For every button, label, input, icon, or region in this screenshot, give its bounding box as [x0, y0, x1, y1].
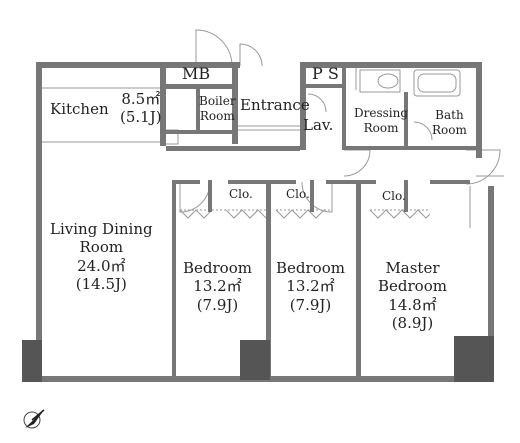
boiler-room-label: Boiler Room	[199, 94, 236, 123]
living-jo: (14.5J)	[75, 274, 127, 293]
master-area: 14.8㎡	[388, 295, 437, 314]
living-dining-room-label: Living Dining Room 24.0㎡ (14.5J)	[50, 220, 153, 293]
bedroom-1-jo: (7.9J)	[196, 295, 239, 314]
mb-label: MB	[182, 64, 211, 83]
bedroom-2-area: 13.2㎡	[286, 277, 335, 296]
lav-label: Lav.	[303, 116, 334, 134]
boiler-line2: Room	[199, 108, 235, 123]
north-arrow-icon	[23, 409, 45, 429]
master-jo: (8.9J)	[391, 313, 434, 332]
dressing-room-label: Dressing Room	[354, 106, 408, 135]
kitchen-jo-value: (5.1J)	[120, 108, 162, 127]
closet-label: Clo.	[229, 187, 253, 201]
bath-room-label: Bath Room	[432, 108, 467, 137]
kitchen-area: 8.5㎡ (5.1J)	[120, 90, 162, 127]
dressing-line1: Dressing	[354, 106, 409, 120]
master-line2: Bedroom	[378, 277, 447, 296]
closet-label: Clo.	[382, 189, 406, 203]
kitchen-name: Kitchen	[50, 100, 109, 118]
structural-column	[22, 340, 42, 382]
ps-label: P S	[312, 64, 339, 83]
structural-column	[454, 336, 494, 382]
dressing-line2: Room	[363, 120, 399, 135]
entrance-label: Entrance	[240, 96, 310, 114]
bedroom-1-area: 13.2㎡	[193, 277, 242, 296]
living-line2: Room	[79, 238, 124, 257]
living-area: 24.0㎡	[77, 256, 126, 275]
structural-column	[240, 340, 270, 380]
bedroom-1-label: Bedroom 13.2㎡ (7.9J)	[183, 259, 252, 314]
bedroom-2-name: Bedroom	[276, 259, 345, 277]
master-bedroom-label: Master Bedroom 14.8㎡ (8.9J)	[378, 259, 447, 332]
bedroom-2-label: Bedroom 13.2㎡ (7.9J)	[276, 259, 345, 314]
bath-line2: Room	[432, 122, 467, 137]
kitchen-area-value: 8.5㎡	[121, 90, 161, 108]
closet-label: Clo.	[286, 187, 310, 201]
bedroom-2-jo: (7.9J)	[289, 295, 332, 314]
master-line1: Master	[385, 259, 440, 277]
living-line1: Living Dining	[50, 220, 153, 238]
boiler-line1: Boiler	[199, 94, 236, 108]
bath-line1: Bath	[435, 108, 464, 122]
bedroom-1-name: Bedroom	[183, 259, 252, 277]
